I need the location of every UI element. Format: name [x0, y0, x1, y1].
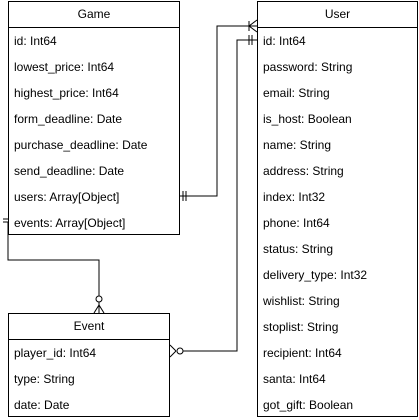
user-field-wishlist: wishlist: String	[263, 294, 340, 308]
connector-user-id-to-event	[169, 35, 257, 358]
game-field-form-deadline: form_deadline: Date	[14, 112, 123, 126]
game-field-events: events: Array[Object]	[14, 216, 126, 230]
user-field-id: id: Int64	[263, 34, 306, 48]
user-field-status: status: String	[263, 242, 334, 256]
user-field-password: password: String	[263, 60, 353, 74]
user-field-is-host: is_host: Boolean	[263, 112, 352, 126]
game-field-purchase-deadline: purchase_deadline: Date	[14, 138, 148, 152]
event-field-date: date: Date	[14, 398, 70, 412]
game-entity: Game id: Int64 lowest_price: Int64 highe…	[8, 1, 180, 235]
user-field-address: address: String	[263, 164, 344, 178]
game-entity-title: Game	[9, 2, 179, 28]
game-field-lowest-price: lowest_price: Int64	[14, 60, 115, 74]
user-field-email: email: String	[263, 86, 330, 100]
user-entity: User id: Int64 password: String email: S…	[257, 1, 418, 417]
game-field-send-deadline: send_deadline: Date	[14, 164, 125, 178]
user-field-phone: phone: Int64	[263, 216, 330, 230]
connector-game-users-to-user	[180, 19, 258, 201]
user-field-recipient: recipient: Int64	[263, 346, 342, 360]
game-field-id: id: Int64	[14, 34, 57, 48]
user-entity-title: User	[258, 2, 417, 28]
user-field-index: index: Int32	[263, 190, 326, 204]
game-field-users: users: Array[Object]	[14, 190, 120, 204]
user-field-delivery-type: delivery_type: Int32	[263, 268, 368, 282]
event-field-type: type: String	[14, 372, 75, 386]
game-field-highest-price: highest_price: Int64	[14, 86, 119, 100]
user-field-santa: santa: Int64	[263, 372, 326, 386]
user-field-stoplist: stoplist: String	[263, 320, 339, 334]
event-field-player-id: player_id: Int64	[14, 346, 97, 360]
user-field-name: name: String	[263, 138, 332, 152]
user-field-got-gift: got_gift: Boolean	[263, 398, 354, 412]
event-entity: Event player_id: Int64 type: String date…	[8, 313, 170, 417]
event-entity-title: Event	[9, 314, 169, 340]
